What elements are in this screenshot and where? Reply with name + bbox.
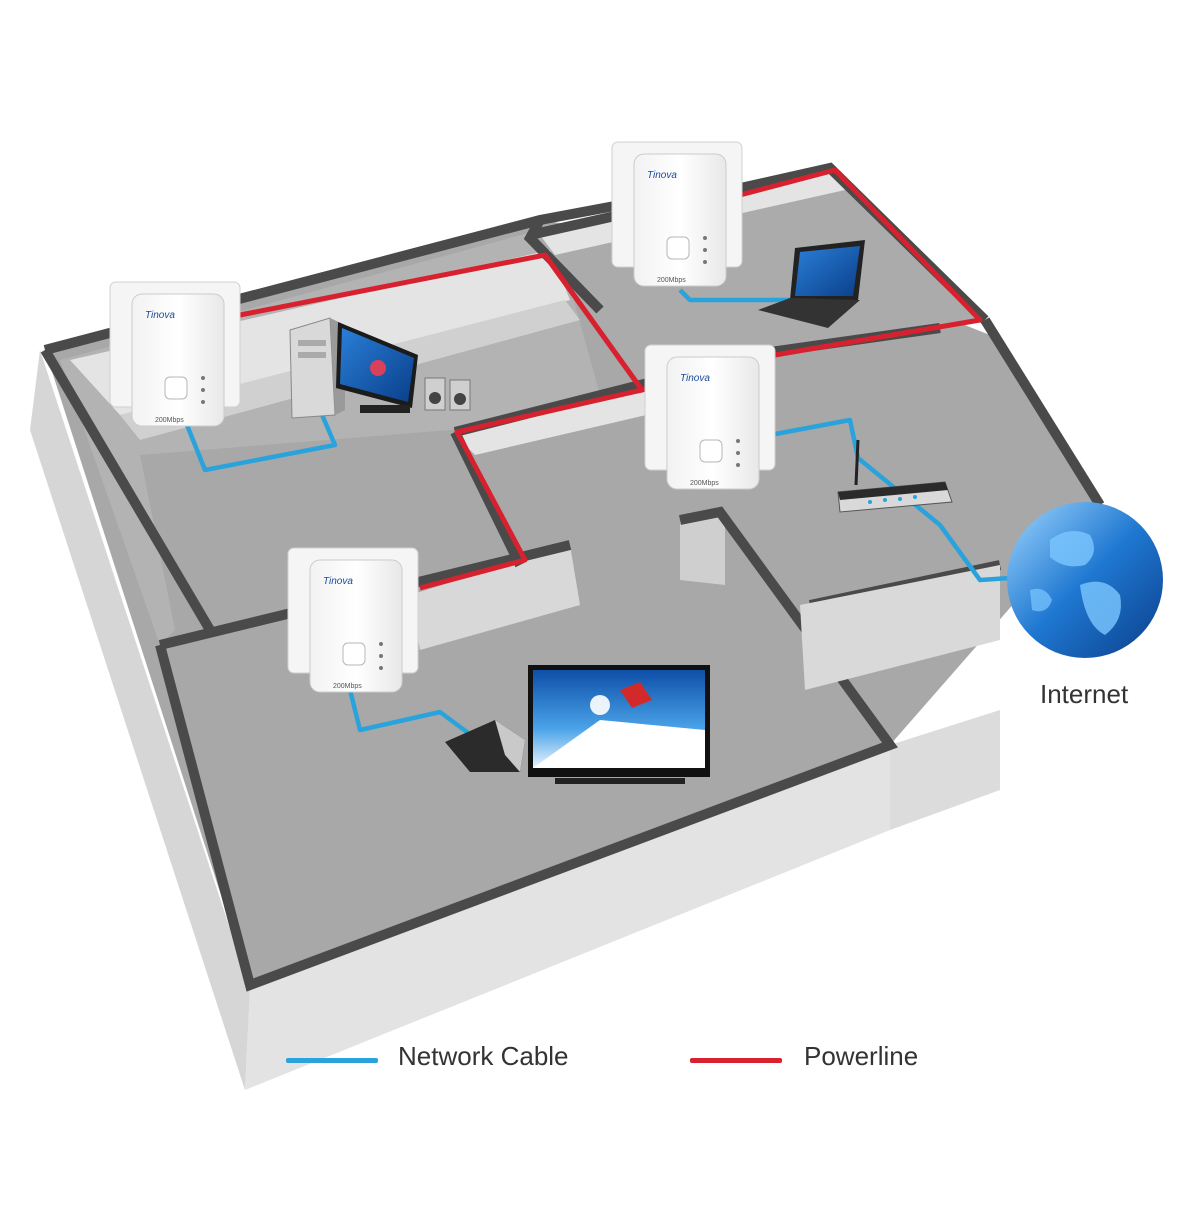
adapter-room-tv: Tinova 200Mbps [287,547,419,693]
monitor-icon [336,322,418,413]
adapter-brand-text: Tinova [145,310,175,321]
router-icon [837,439,953,513]
svg-text:Tinova: Tinova [680,373,710,384]
tv-icon [528,665,710,784]
laptop-icon [758,240,865,328]
adapter-room-pc: Tinova 200Mbps [109,281,241,427]
svg-text:200Mbps: 200Mbps [690,480,719,487]
internet-label: Internet [1040,679,1129,709]
media-player-icon [445,720,525,772]
svg-text:Tinova: Tinova [323,576,353,587]
globe-icon [1007,502,1163,658]
adapter-room-laptop: Tinova 200Mbps [611,141,743,287]
svg-text:200Mbps: 200Mbps [657,277,686,284]
svg-text:200Mbps: 200Mbps [155,417,184,424]
legend-network-cable-label: Network Cable [398,1041,569,1071]
legend-powerline-swatch [690,1058,782,1063]
adapter-room-router: Tinova 200Mbps [644,344,776,490]
svg-text:Tinova: Tinova [647,170,677,181]
wall-face-right [800,565,1000,690]
building-base [30,350,1000,1090]
speakers-icon [424,377,471,411]
svg-text:200Mbps: 200Mbps [333,683,362,690]
legend-network-cable-swatch [286,1058,378,1063]
legend-powerline-label: Powerline [804,1041,919,1071]
